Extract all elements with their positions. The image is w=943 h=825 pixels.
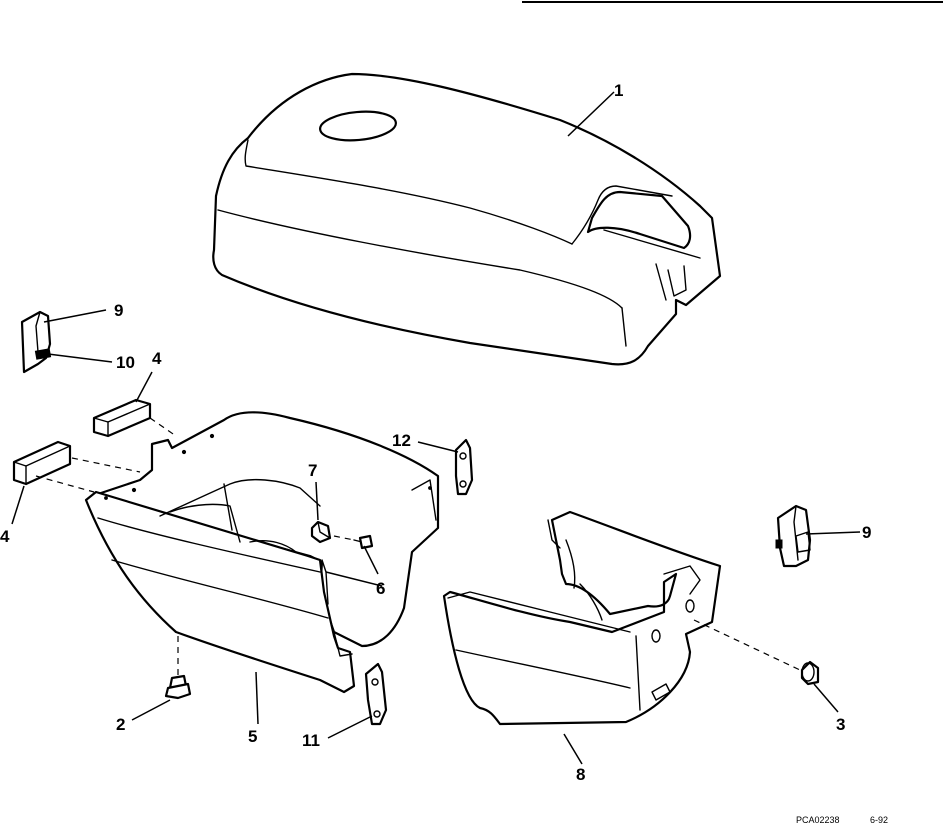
callout-8: 8 bbox=[576, 765, 585, 784]
callout-3: 3 bbox=[836, 715, 845, 734]
callout-4-upper: 4 bbox=[152, 349, 162, 368]
latch-left bbox=[20, 310, 52, 374]
callout-7: 7 bbox=[308, 461, 317, 480]
figure-date: 6-92 bbox=[870, 815, 888, 825]
screw-small bbox=[353, 534, 374, 550]
footer: PCA02238 6-92 bbox=[796, 815, 888, 825]
callout-9-left: 9 bbox=[114, 301, 123, 320]
bracket-lower bbox=[364, 662, 388, 726]
callout-5: 5 bbox=[248, 727, 257, 746]
plug bbox=[800, 660, 820, 686]
callout-9-right: 9 bbox=[862, 523, 871, 542]
lower-cowl-left bbox=[84, 411, 440, 694]
figure-code: PCA02238 bbox=[796, 815, 840, 825]
callout-1: 1 bbox=[614, 81, 623, 100]
grommet-lower bbox=[12, 440, 72, 486]
lower-cowl-right bbox=[442, 510, 722, 726]
callout-6: 6 bbox=[376, 579, 385, 598]
leader-lines bbox=[11, 91, 861, 765]
callout-2: 2 bbox=[116, 715, 125, 734]
callout-12: 12 bbox=[392, 431, 411, 450]
callout-10: 10 bbox=[116, 353, 135, 372]
callout-numbers: 1 9 10 4 4 12 7 6 9 2 5 11 3 8 bbox=[0, 81, 871, 784]
bracket-upper bbox=[454, 438, 474, 496]
screw-large bbox=[164, 636, 192, 700]
clip-nut bbox=[310, 520, 332, 544]
callout-11: 11 bbox=[302, 731, 320, 750]
grommet-upper bbox=[92, 398, 152, 438]
latch-right bbox=[775, 504, 812, 568]
assembly-lines bbox=[35, 417, 801, 671]
callout-4-lower: 4 bbox=[0, 527, 10, 546]
motor-cover bbox=[212, 72, 722, 366]
